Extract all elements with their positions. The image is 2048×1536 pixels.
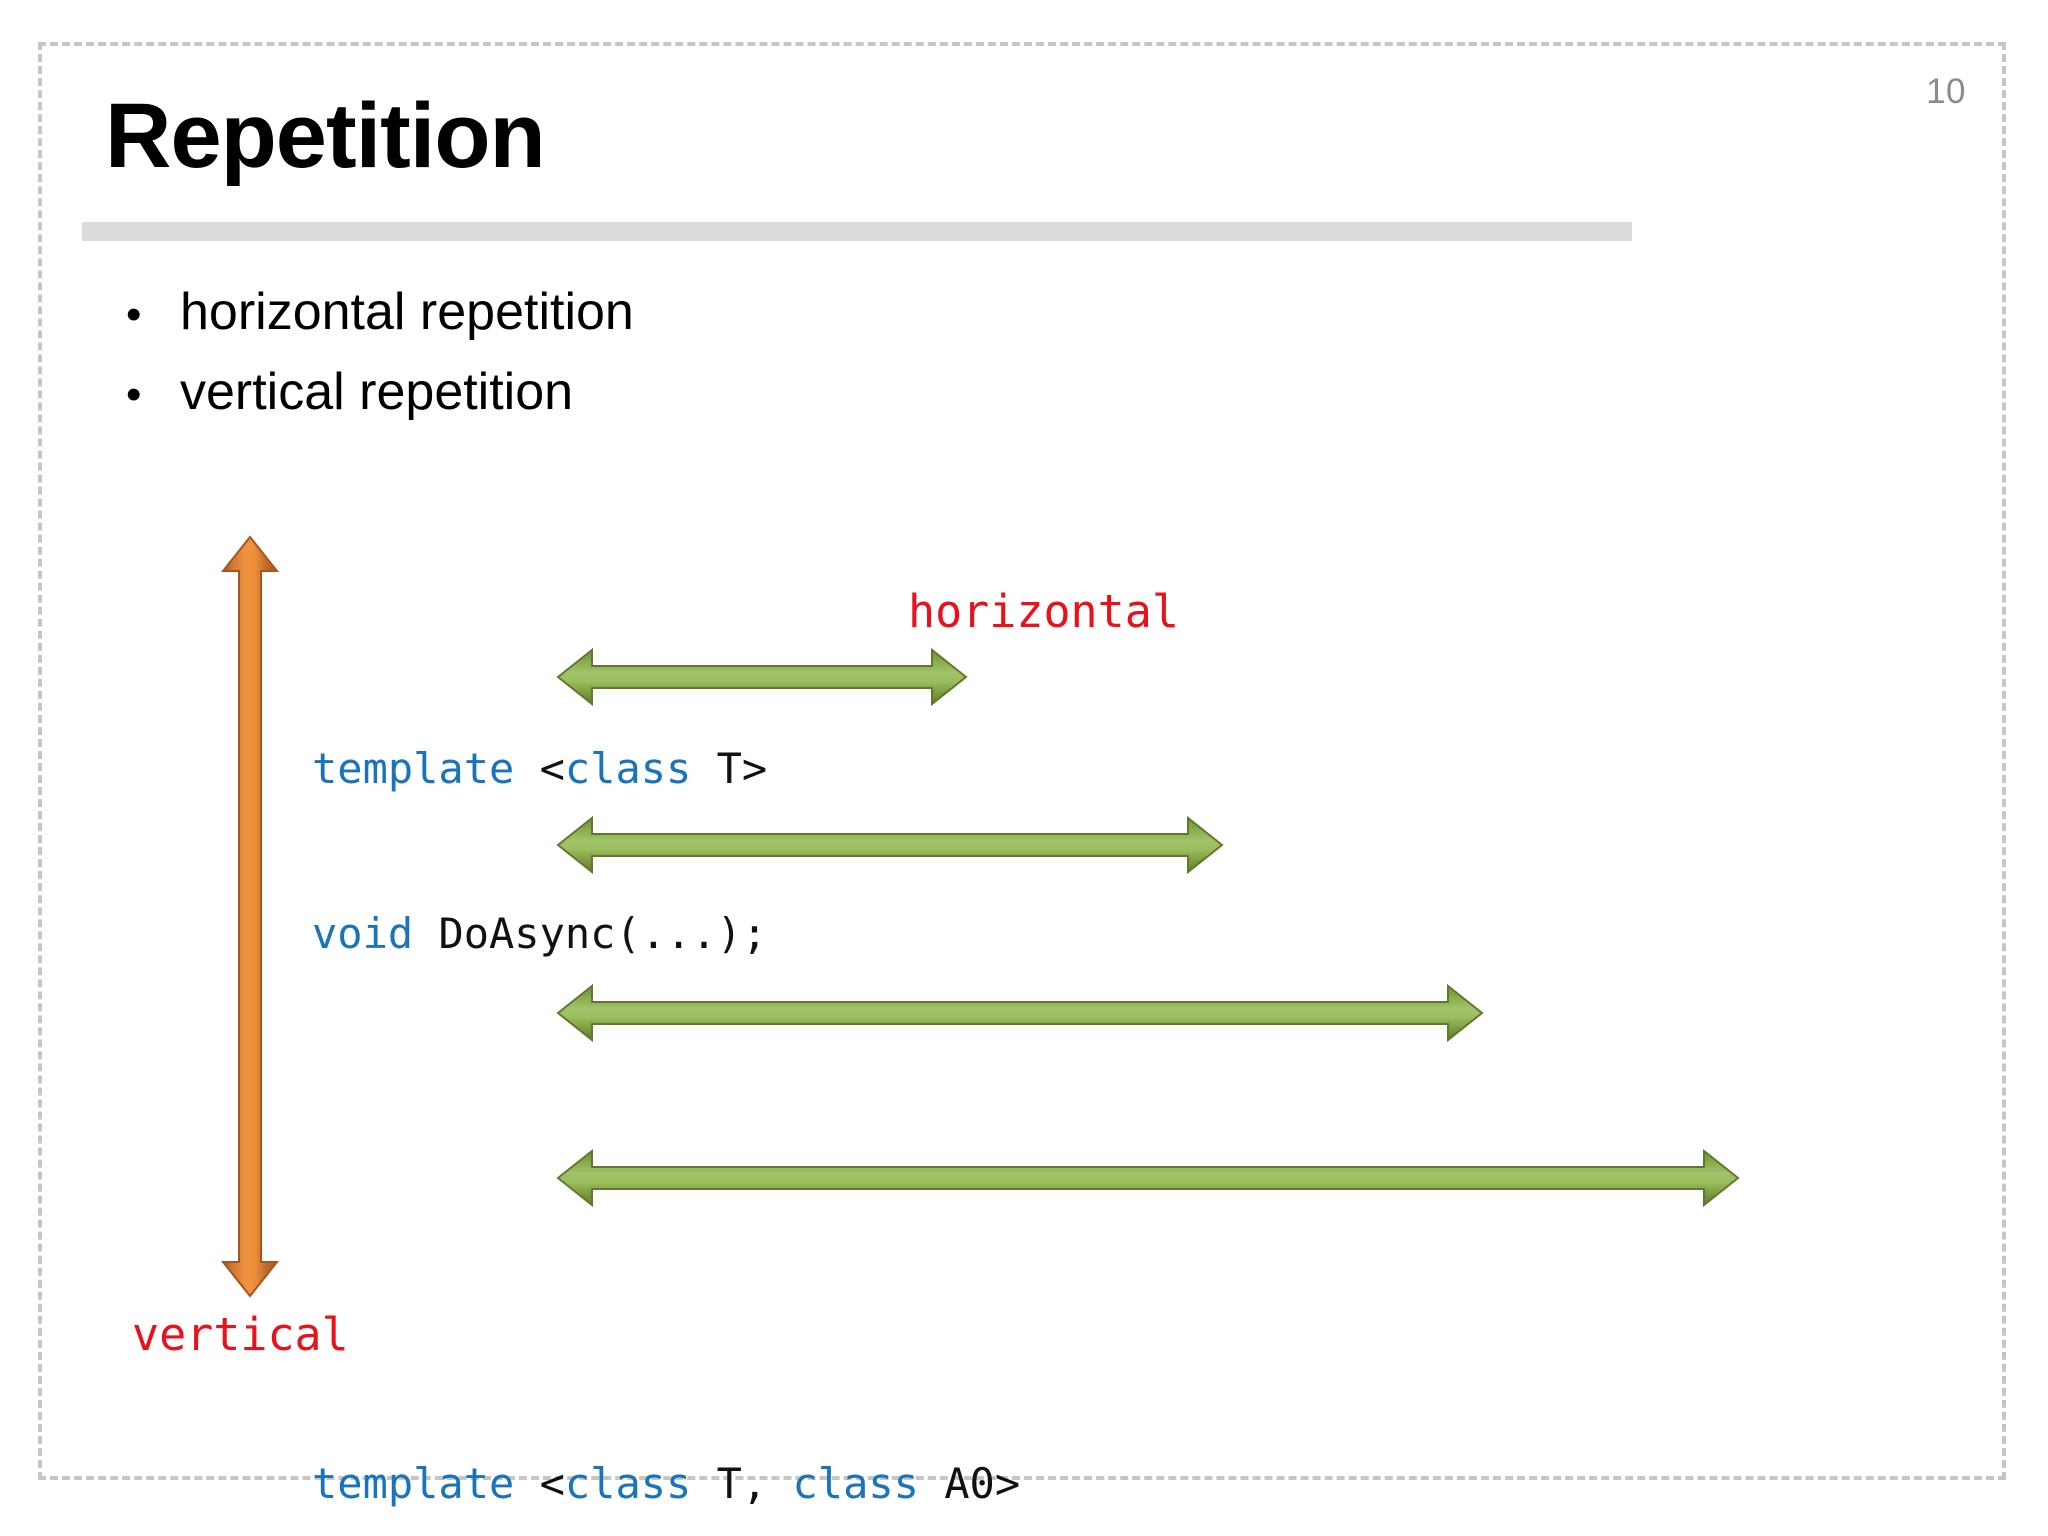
bullet-label: horizontal repetition: [180, 283, 634, 341]
vertical-label: vertical: [132, 1308, 349, 1361]
code-group-0: template <class T> void DoAsync(...);: [312, 631, 1779, 1071]
list-item: • vertical repetition: [108, 363, 1308, 423]
bullet-label: vertical repetition: [180, 362, 574, 421]
code-spacer: [312, 1181, 1779, 1236]
horizontal-label: horizontal: [908, 585, 1179, 638]
title-underline-rule: [82, 222, 1632, 241]
page-title: Repetition: [105, 85, 546, 187]
page-number: 10: [1926, 72, 1966, 111]
code-group-1: template <class T, class A0> void DoAsyn…: [312, 1346, 1779, 1536]
bullet-dot-icon: •: [126, 369, 142, 419]
vertical-arrow-group: [220, 535, 280, 1298]
code-line-template: template <class T>: [312, 744, 768, 793]
vertical-arrow: [220, 535, 280, 1298]
bullet-list: • horizontal repetition • vertical repet…: [108, 283, 1308, 443]
bullet-dot-icon: •: [126, 290, 142, 339]
code-block: template <class T> void DoAsync(...); te…: [312, 521, 1779, 1536]
code-line-template: template <class T, class A0>: [312, 1459, 1021, 1508]
code-line-signature: void DoAsync(...);: [312, 909, 768, 958]
list-item: • horizontal repetition: [108, 283, 1308, 343]
